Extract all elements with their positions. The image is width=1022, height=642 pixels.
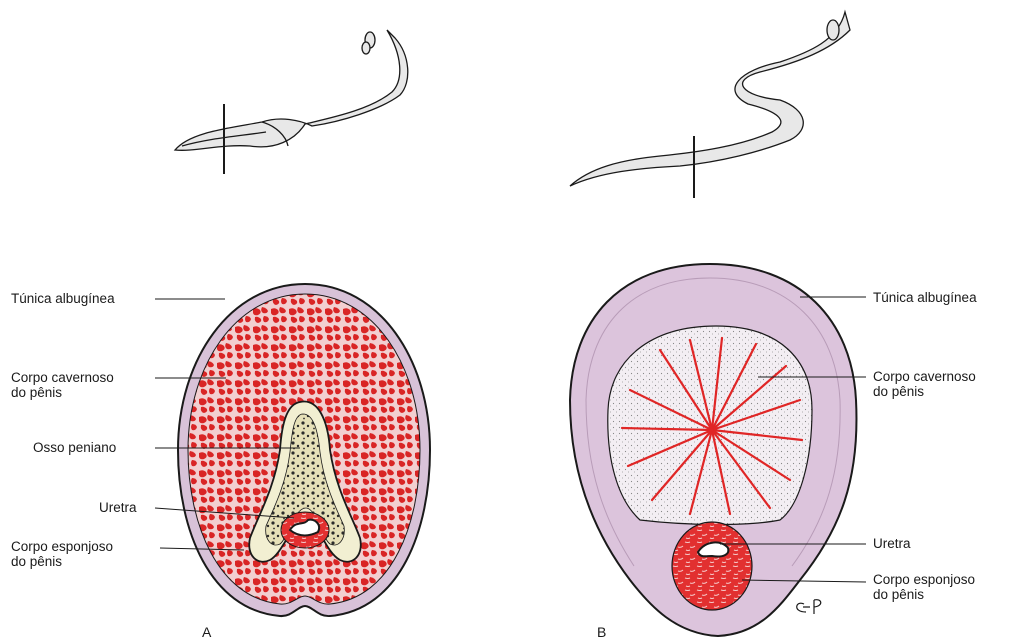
label-uretra-a: Uretra xyxy=(99,500,137,515)
cross-section-b xyxy=(570,264,857,636)
label-uretra-b: Uretra xyxy=(873,536,911,551)
panel-letter-a: A xyxy=(202,624,211,640)
label-esponjoso-a: Corpo esponjoso do pênis xyxy=(11,539,113,569)
side-view-a xyxy=(175,30,408,150)
label-osso-a: Osso peniano xyxy=(33,440,116,455)
label-tunica-b: Túnica albugínea xyxy=(873,290,977,305)
cross-section-a xyxy=(178,284,430,616)
label-tunica-a: Túnica albugínea xyxy=(11,291,115,306)
side-view-b xyxy=(570,12,850,186)
label-cavernoso-a: Corpo cavernoso do pênis xyxy=(11,370,114,400)
panel-letter-b: B xyxy=(597,624,606,640)
signature-mark xyxy=(797,600,821,614)
label-esponjoso-b: Corpo esponjoso do pênis xyxy=(873,572,975,602)
label-cavernoso-b: Corpo cavernoso do pênis xyxy=(873,369,976,399)
corpo-esponjoso-b xyxy=(672,522,752,610)
